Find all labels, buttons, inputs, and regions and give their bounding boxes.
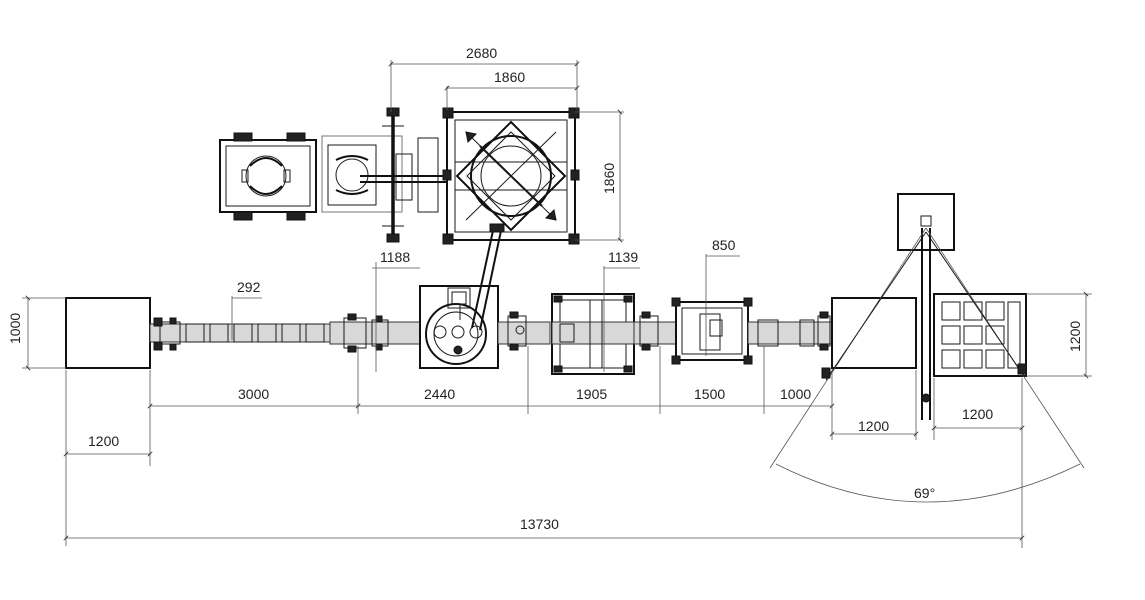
dim-1000-bottom: 1000 bbox=[780, 386, 811, 402]
dim-1860-vertical: 1860 bbox=[601, 163, 617, 194]
dim-1139: 1139 bbox=[608, 249, 638, 265]
vertical-rail bbox=[382, 107, 404, 243]
infeed-box bbox=[65, 297, 151, 369]
dim-1860-horizontal: 1860 bbox=[494, 69, 525, 85]
dim-2680: 2680 bbox=[466, 45, 497, 61]
infeed-conveyor bbox=[149, 317, 357, 351]
outfeed-conveyor bbox=[747, 311, 833, 351]
transfer-conveyor-2 bbox=[633, 311, 677, 351]
transfer-frame bbox=[321, 135, 446, 213]
dim-3000: 3000 bbox=[238, 386, 269, 402]
dimension-lines bbox=[22, 60, 1092, 548]
dim-1200-right: 1200 bbox=[1067, 321, 1083, 352]
dim-1000-left: 1000 bbox=[7, 313, 23, 344]
main-line-group bbox=[65, 193, 1085, 503]
top-machine-group bbox=[219, 107, 580, 331]
dim-angle: 69° bbox=[914, 485, 935, 501]
wrapping-unit bbox=[551, 293, 635, 375]
dim-1200-infeed: 1200 bbox=[88, 433, 119, 449]
pallet-grid bbox=[933, 293, 1027, 377]
palletizer-cell bbox=[442, 107, 580, 245]
feed-unit bbox=[219, 132, 317, 221]
outfeed-box bbox=[831, 297, 917, 369]
dim-1200-pallet: 1200 bbox=[962, 406, 993, 422]
dim-850: 850 bbox=[712, 237, 736, 253]
robot-swing bbox=[769, 193, 1085, 503]
dim-1905: 1905 bbox=[576, 386, 607, 402]
dim-13730: 13730 bbox=[520, 516, 559, 532]
labeling-unit bbox=[671, 297, 753, 365]
dim-1188: 1188 bbox=[380, 249, 410, 265]
transfer-conveyor-1 bbox=[497, 311, 551, 351]
dim-1200-outfeed: 1200 bbox=[858, 418, 889, 434]
dimension-labels: 2680 1860 1860 1188 1139 850 292 1000 12… bbox=[7, 45, 1083, 532]
accumulation-conveyor bbox=[329, 313, 421, 353]
dim-1500: 1500 bbox=[694, 386, 725, 402]
dim-2440: 2440 bbox=[424, 386, 455, 402]
dim-292: 292 bbox=[237, 279, 261, 295]
